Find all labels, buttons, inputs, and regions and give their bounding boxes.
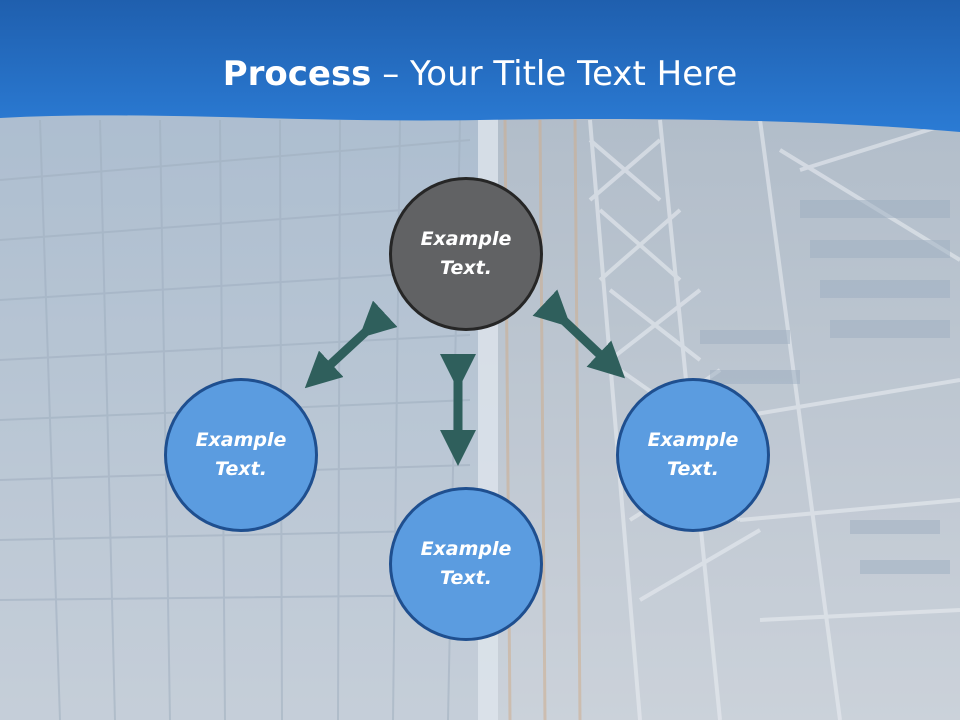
arrow-center-left — [304, 300, 398, 389]
node-bottom-line2: Text. — [440, 567, 492, 589]
process-node-left: Example Text. — [164, 378, 318, 532]
node-center-line1: Example — [420, 228, 512, 250]
process-node-right: Example Text. — [616, 378, 770, 532]
process-node-center: Example Text. — [389, 177, 543, 331]
header-band — [0, 0, 960, 132]
node-left-line2: Text. — [215, 458, 267, 480]
arrow-center-right — [532, 289, 626, 379]
title-rest: – Your Title Text Here — [371, 54, 738, 94]
node-right-line1: Example — [647, 429, 739, 451]
node-right-line2: Text. — [667, 458, 719, 480]
slide-title: Process – Your Title Text Here — [0, 52, 960, 96]
node-center-line2: Text. — [440, 257, 492, 279]
node-left-line1: Example — [195, 429, 287, 451]
process-node-bottom: Example Text. — [389, 487, 543, 641]
title-bold: Process — [222, 54, 372, 94]
node-bottom-line1: Example — [420, 538, 512, 560]
